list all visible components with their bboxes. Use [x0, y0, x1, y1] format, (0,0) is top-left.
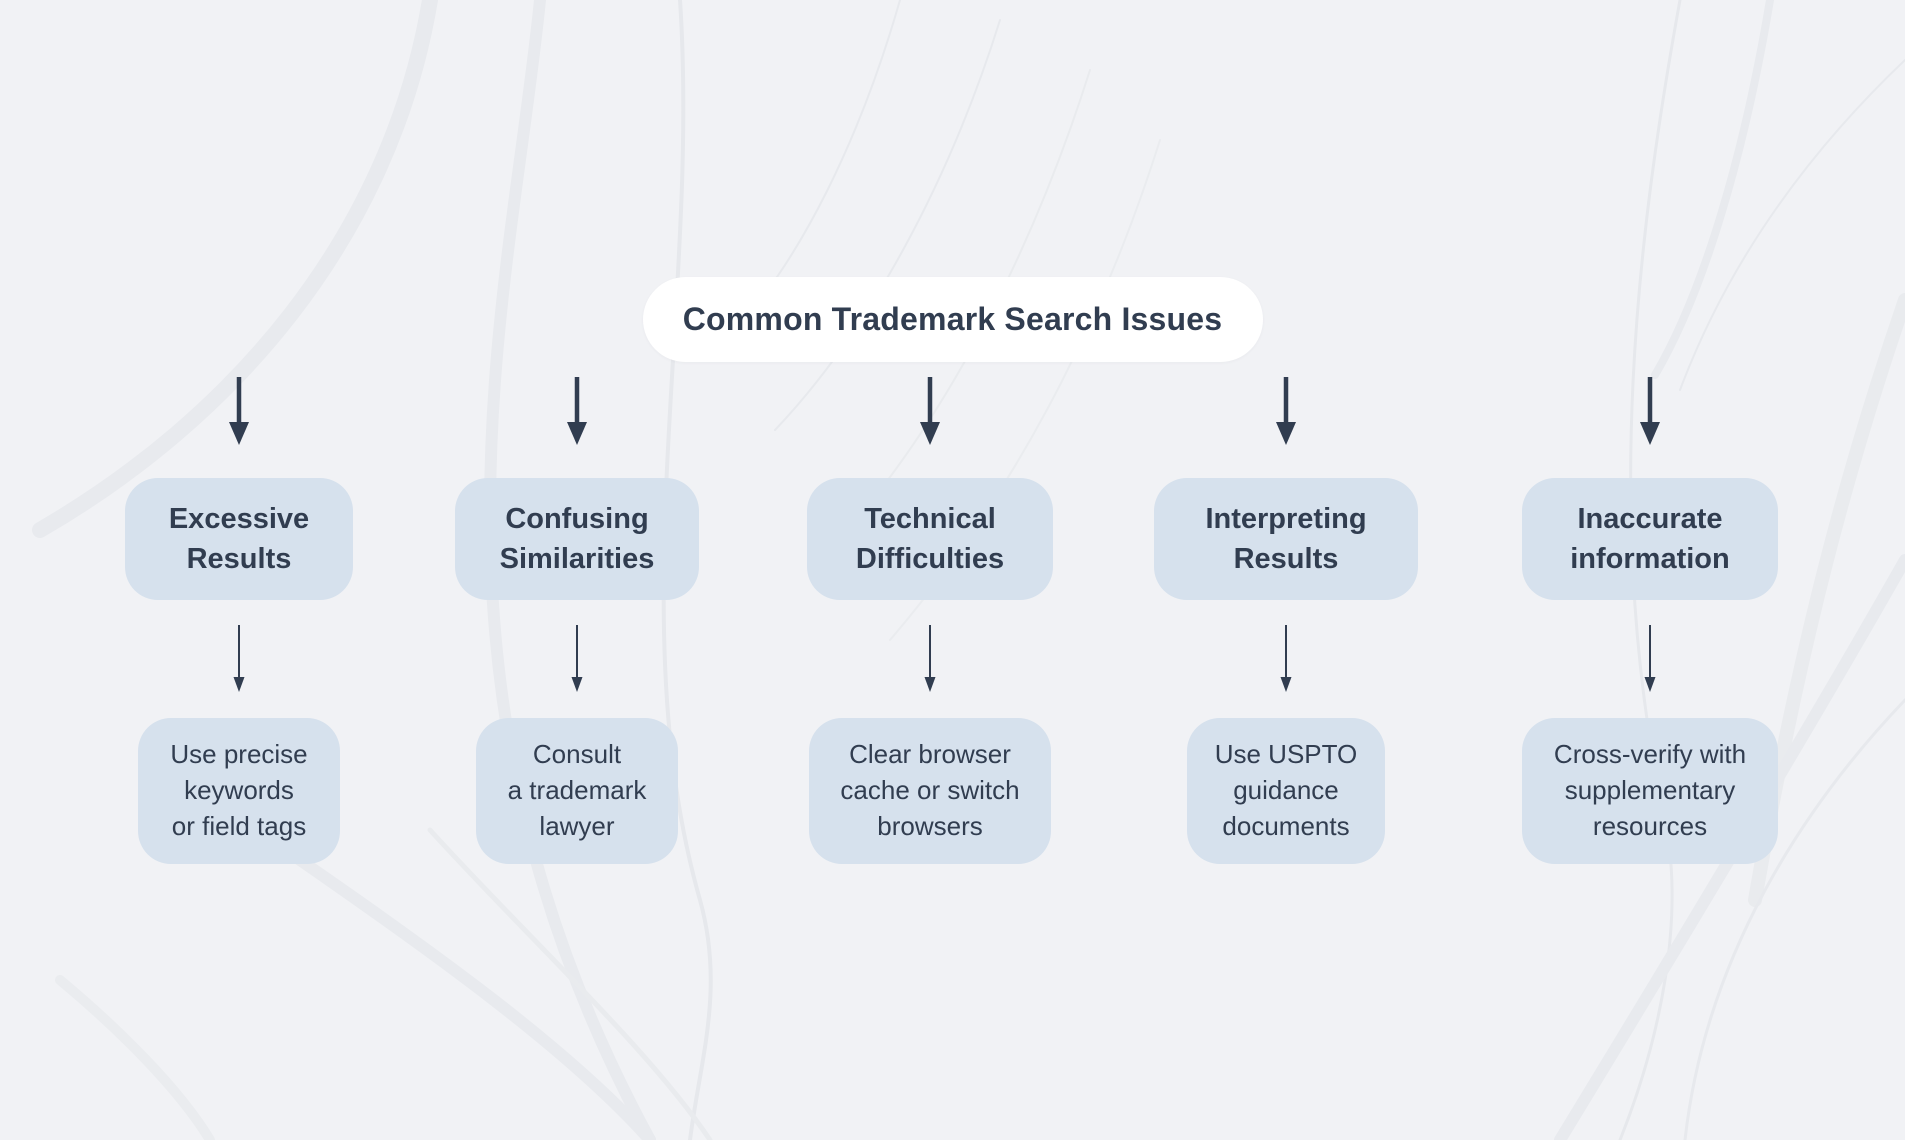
issue-node-4: Interpreting Results — [1154, 478, 1418, 600]
arrow-down-icon — [233, 625, 245, 692]
title-node: Common Trademark Search Issues — [642, 277, 1263, 362]
arrow-down-icon — [571, 625, 583, 692]
issue-node-5: Inaccurate information — [1522, 478, 1778, 600]
issue-column-5: Inaccurate information Cross-verify with… — [1522, 377, 1778, 864]
arrow-down-icon — [920, 377, 940, 445]
issue-column-2: Confusing Similarities Consult a tradema… — [455, 377, 699, 864]
issue-column-4: Interpreting Results Use USPTO guidance … — [1154, 377, 1418, 864]
issue-node-1: Excessive Results — [125, 478, 353, 600]
arrow-down-icon — [1644, 625, 1656, 692]
issue-column-1: Excessive Results Use precise keywords o… — [125, 377, 353, 864]
arrow-down-icon — [1276, 377, 1296, 445]
solution-node-2: Consult a trademark lawyer — [476, 718, 678, 864]
issue-node-2: Confusing Similarities — [455, 478, 699, 600]
arrow-down-icon — [567, 377, 587, 445]
issue-column-3: Technical Difficulties Clear browser cac… — [807, 377, 1053, 864]
arrow-down-icon — [924, 625, 936, 692]
arrow-down-icon — [229, 377, 249, 445]
arrow-down-icon — [1640, 377, 1660, 445]
solution-node-1: Use precise keywords or field tags — [138, 718, 340, 864]
solution-node-3: Clear browser cache or switch browsers — [809, 718, 1051, 864]
title-node-label: Common Trademark Search Issues — [682, 301, 1223, 337]
solution-node-4: Use USPTO guidance documents — [1187, 718, 1385, 864]
issue-node-3: Technical Difficulties — [807, 478, 1053, 600]
arrow-down-icon — [1280, 625, 1292, 692]
solution-node-5: Cross-verify with supplementary resource… — [1522, 718, 1778, 864]
